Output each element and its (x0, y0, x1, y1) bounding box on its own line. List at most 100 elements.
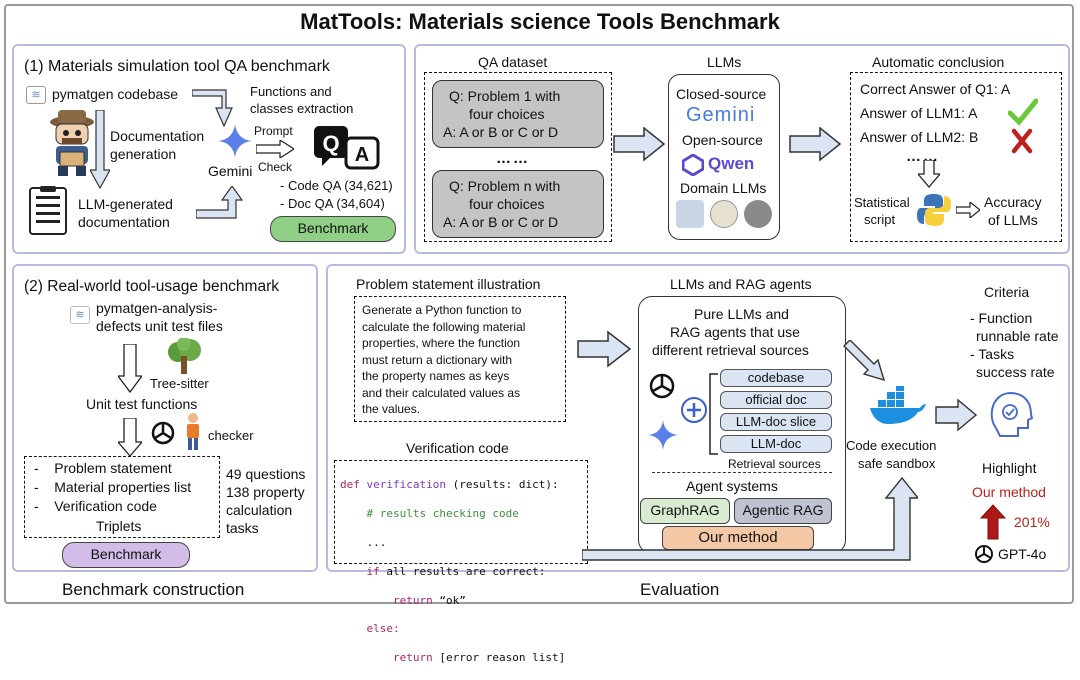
criteria-title: Criteria (984, 284, 1030, 300)
llm-doc-line2: documentation (78, 214, 170, 230)
triplet-item-2-text: Material properties list (54, 479, 192, 495)
highlight-our-method: Our method (972, 484, 1046, 500)
rag-desc-line3: different retrieval sources (652, 342, 809, 358)
test-files-icon: ≋ (70, 306, 90, 324)
panel-tool-usage-evaluation (326, 264, 1070, 572)
robot-icon (50, 110, 94, 176)
doc-qa-count: - Doc QA (34,604) (280, 196, 385, 211)
prompt-arrow (256, 140, 294, 158)
python-icon (917, 194, 951, 226)
qa-dataset-title: QA dataset (478, 54, 548, 70)
rag-title: LLMs and RAG agents (670, 276, 812, 292)
openai-icon (151, 421, 175, 445)
triplets-box (24, 456, 220, 538)
improvement-percent: 201% (1014, 514, 1050, 530)
checker-label: checker (208, 428, 254, 443)
extraction-line2: classes extraction (250, 101, 354, 116)
code-return-errors: [error reason list] (432, 651, 566, 665)
retrieval-sources-label: Retrieval sources (728, 457, 821, 471)
tree-icon (168, 338, 201, 374)
llm2-answer: Answer of LLM2: B (860, 129, 979, 145)
closed-source-label: Closed-source (676, 86, 767, 102)
panel-tool-usage-benchmark (12, 264, 318, 572)
llm-to-conclusion-arrow (789, 126, 842, 162)
benchmark-badge-1: Benchmark (270, 216, 396, 242)
problem-statement-title: Problem statement illustration (356, 276, 541, 292)
code-comment: # results checking code (366, 507, 519, 521)
triplet-item-1-text: Problem statement (54, 460, 172, 476)
sandbox-line2: safe sandbox (858, 456, 936, 471)
open-source-label: Open-source (682, 132, 763, 148)
code-else-keyword: else: (366, 622, 400, 636)
llm-doc-line1: LLM-generated (78, 196, 173, 212)
diagram-title: MatTools: Materials science Tools Benchm… (300, 9, 780, 34)
triplet-item-3: - Verification code (34, 498, 157, 514)
extraction-arrow (192, 89, 233, 128)
qa-to-llm-arrow (613, 126, 666, 162)
domain-llm-avatar-1 (676, 200, 704, 228)
outer-frame (4, 4, 1074, 604)
doc-gen-arrow (90, 110, 110, 190)
graphrag-box: GraphRAG (640, 498, 730, 524)
source-llm-doc-slice: LLM-doc slice (720, 413, 832, 431)
sources-bracket (709, 373, 718, 455)
llms-box (668, 74, 780, 240)
files-down-arrow (118, 344, 142, 394)
question-card-1: Q: Problem 1 with four choices A: A or B… (432, 80, 604, 148)
triplet-item-1: - Problem statement (34, 460, 172, 476)
q1-line2: four choices (469, 106, 545, 122)
code-to-sandbox-arrow (582, 476, 918, 561)
code-ellipsis: ... (366, 536, 387, 550)
code-return-keyword-1: return (392, 593, 433, 607)
highlight-label: Highlight (982, 460, 1037, 476)
code-if-keyword: if (366, 564, 380, 578)
evaluation-caption: Evaluation (640, 580, 720, 599)
ps-line3: properties, where the function (362, 336, 521, 350)
problem-statement-text: Generate a Python function to calculate … (362, 302, 525, 418)
code-qa-count: - Code QA (34,621) (280, 178, 393, 193)
improvement-up-arrow (980, 504, 1006, 540)
gpt-openai-icon (975, 545, 993, 563)
source-official-doc: official doc (720, 391, 832, 409)
accuracy-line1: Accuracy (984, 194, 1042, 210)
prompt-label: Prompt (254, 124, 293, 138)
code-function-name: verification (366, 478, 446, 492)
agent-systems-label: Agent systems (686, 478, 778, 494)
conclusion-box (850, 72, 1062, 242)
domain-llms-label: Domain LLMs (680, 180, 767, 196)
ps-line5: the property names as keys (362, 369, 510, 383)
panel-qa-benchmark (12, 44, 406, 254)
extraction-line1: Functions and (250, 84, 332, 99)
qn-line2: four choices (469, 196, 545, 212)
doc-to-gemini-arrow (196, 186, 244, 219)
codebase-icon: ≋ (26, 86, 46, 104)
ps-line2: calculate the following material (362, 319, 526, 334)
agentic-rag-box: Agentic RAG (734, 498, 832, 524)
code-line-3: ... (340, 536, 565, 550)
criteria-line1: - Function (970, 310, 1033, 326)
ai-head-icon (990, 392, 1034, 437)
stats-line4: tasks (226, 520, 259, 536)
code-signature: (results: dict): (445, 478, 559, 492)
test-files-line1: pymatgen-analysis- (96, 300, 218, 316)
stats-line1: 49 questions (226, 466, 306, 482)
svg-text:A: A (355, 144, 369, 166)
stats-line3: calculation (226, 502, 293, 518)
rag-desc-line1: Pure LLMs and (694, 306, 789, 322)
gpt-4o-label: GPT-4o (998, 546, 1047, 562)
problem-statement-box (354, 296, 566, 422)
code-line-7: return [error reason list] (340, 651, 565, 665)
doc-gen-line1: Documentation (110, 128, 205, 144)
domain-llm-avatar-3 (744, 200, 772, 228)
rag-to-sandbox-arrow (843, 340, 886, 382)
gemini-star-icon (218, 124, 252, 158)
document-icon (29, 186, 67, 235)
statistical-line1: Statistical (854, 195, 910, 210)
unit-down-arrow (118, 418, 142, 457)
doc-gen-line2: generation (110, 146, 177, 162)
q1-line1: Q: Problem 1 with (449, 88, 561, 104)
triplet-item-2: - Material properties list (34, 479, 192, 495)
check-mark-icon (1008, 98, 1038, 126)
cross-mark-icon (1011, 128, 1033, 154)
triplet-item-3-text: Verification code (54, 498, 157, 514)
